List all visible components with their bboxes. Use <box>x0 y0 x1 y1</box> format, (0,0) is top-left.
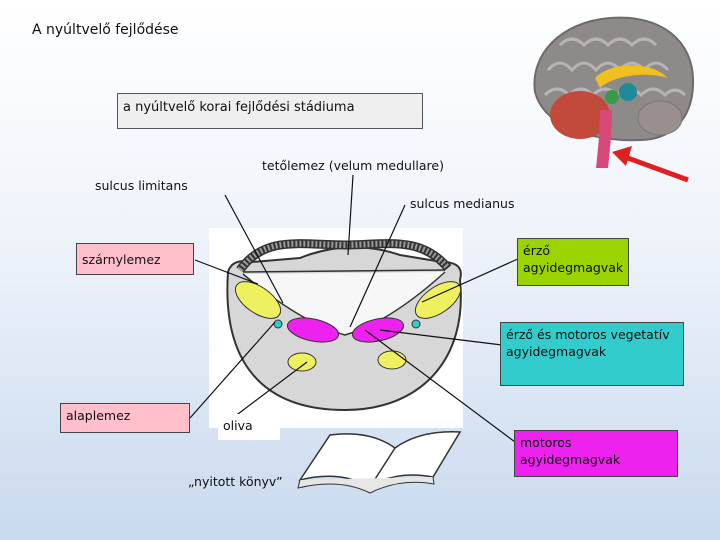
label-szarnylemez: szárnylemez <box>76 243 194 275</box>
label-motoros-agyidegmagvak: motoros agyidegmagvak <box>514 430 678 477</box>
leader-lines <box>189 174 521 443</box>
brain-illustration <box>533 16 695 168</box>
alar-line <box>242 269 446 273</box>
label-alaplemez: alaplemez <box>60 403 190 433</box>
label-sulcus-limitans: sulcus limitans <box>95 178 188 193</box>
label-oliva: oliva <box>218 414 280 440</box>
label-erzo-agyidegmagvak: érző agyidegmagvak <box>517 238 629 286</box>
sulcus-limitans-left <box>273 319 283 329</box>
sensory-nucleus-left <box>234 281 282 319</box>
red-arrow-head <box>612 146 632 166</box>
olive-right <box>377 350 407 370</box>
label-nyitott-konyv: „nyitott könyv” <box>188 474 283 489</box>
page-title: A nyúltvelő fejlődése <box>32 22 179 38</box>
label-erzo-motoros: érző és motoros vegetatív agyidegmagvak <box>500 322 684 386</box>
olive-left <box>287 352 317 372</box>
open-book-illustration <box>297 431 462 494</box>
label-tetolemez: tetőlemez (velum medullare) <box>262 158 444 173</box>
red-arrow-line <box>624 154 689 183</box>
motor-nucleus-left <box>286 317 340 343</box>
roof-plate <box>237 240 451 272</box>
label-sulcus-medianus: sulcus medianus <box>410 196 515 211</box>
sulcus-limitans-right <box>411 319 421 329</box>
stage-box: a nyúltvelő korai fejlődési stádiuma <box>117 93 423 129</box>
